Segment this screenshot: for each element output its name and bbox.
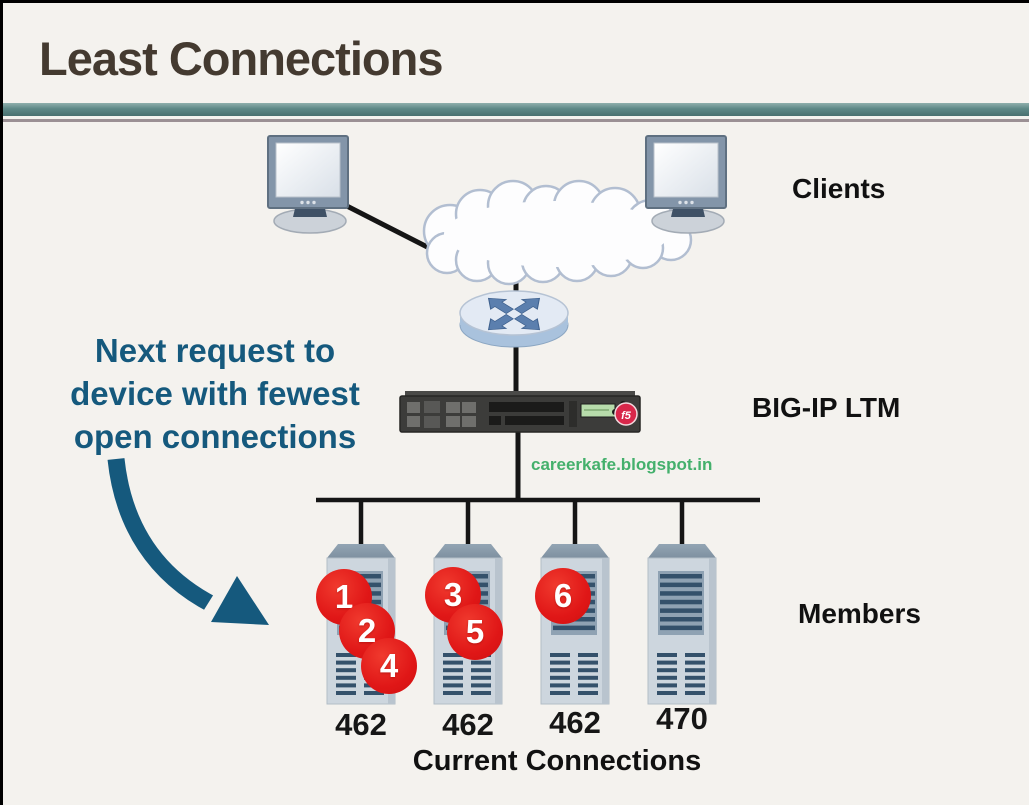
annotation-line-1: Next request to (94, 332, 336, 369)
router-icon (459, 290, 569, 348)
connection-lines (316, 198, 760, 547)
annotation-line-3: open connections (73, 418, 357, 455)
f5-logo-text: f5 (621, 410, 632, 422)
request-badge: 1 (316, 569, 372, 625)
watermark-link: careerkafe.blogspot.in (531, 455, 713, 474)
annotation-text: Next request to device with fewest open … (35, 329, 395, 458)
f5-logo-icon (614, 402, 638, 426)
annotation-line-2: device with fewest (70, 375, 360, 412)
connection-count-member-4: 470 (656, 701, 708, 736)
connection-count-member-1: 462 (335, 707, 387, 742)
server-tower-icon (647, 544, 717, 705)
clients-label: Clients (792, 173, 886, 204)
internet-cloud-icon (422, 179, 693, 286)
request-badge: 6 (535, 568, 591, 624)
request-badge: 5 (447, 604, 503, 660)
divider-line (3, 119, 1029, 122)
bigip-ltm-device-icon: f5 (399, 391, 641, 433)
members-label: Members (798, 598, 921, 629)
curved-arrow-icon (107, 458, 269, 625)
connection-count-member-3: 462 (549, 705, 601, 740)
divider-bar (3, 103, 1029, 116)
page-title: Least Connections (39, 32, 443, 85)
client-monitor-icon (645, 135, 727, 234)
link-client1-cloud (339, 200, 443, 257)
current-connections-label: Current Connections (412, 745, 702, 777)
server-tower-icon (540, 544, 610, 705)
client-monitor-icon (267, 135, 349, 234)
bigip-ltm-label: BIG-IP LTM (752, 392, 901, 423)
connection-count-member-2: 462 (442, 707, 494, 742)
request-badge: 4 (361, 638, 417, 694)
